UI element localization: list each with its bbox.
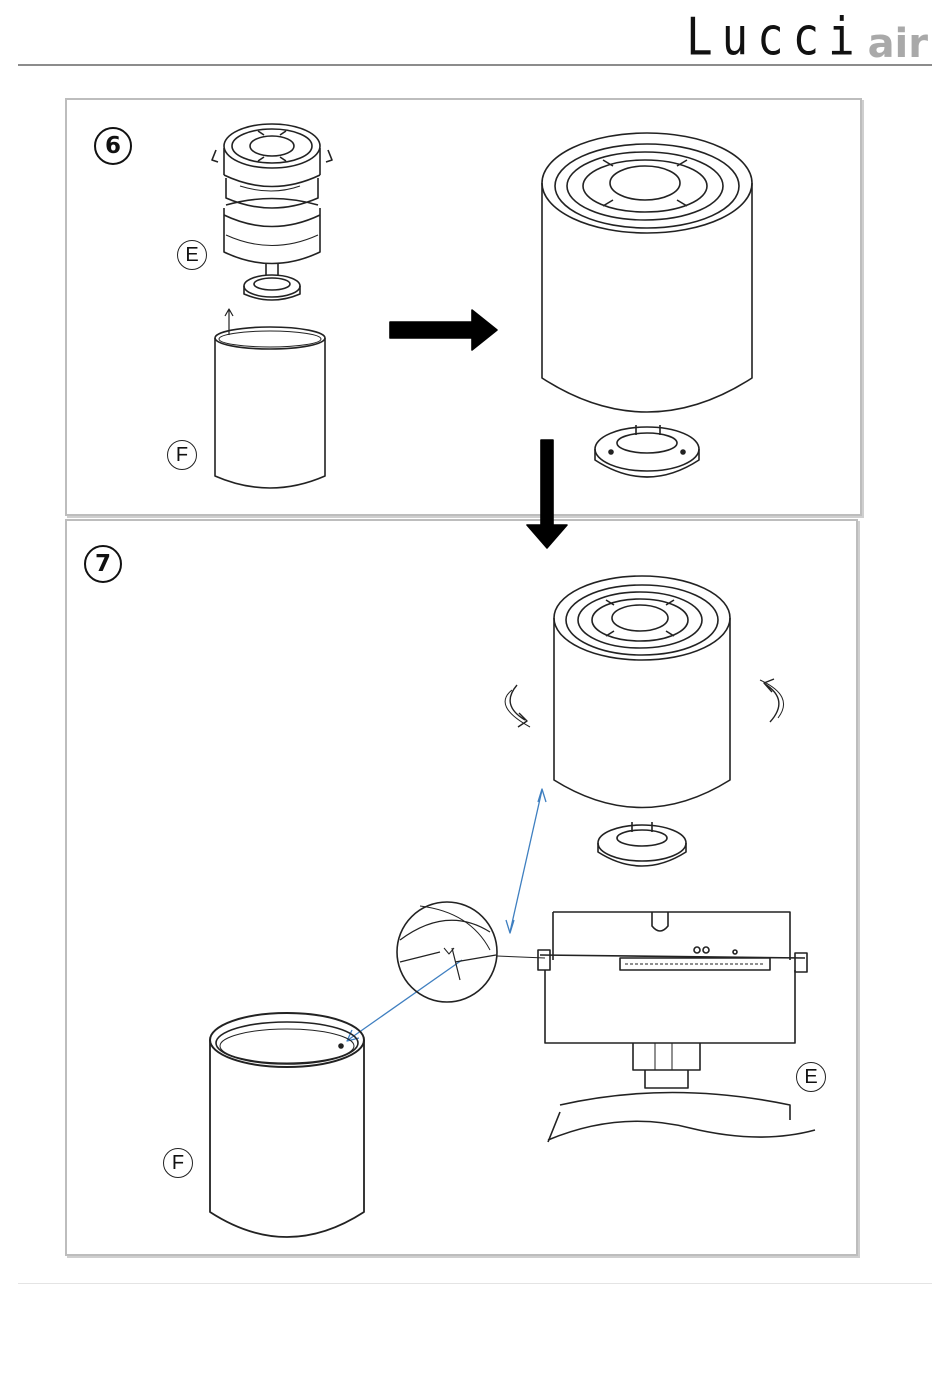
footer-divider — [18, 1283, 932, 1284]
step7-cover-f — [210, 1013, 364, 1237]
step6-cover-f — [215, 327, 325, 488]
step7-motor-unit-e — [538, 912, 815, 1142]
step6-motor-unit-e — [212, 124, 332, 300]
step-7-label-e: E — [796, 1062, 826, 1092]
step-7-number: 7 — [84, 545, 122, 583]
rotate-right-arrow-icon — [764, 679, 779, 722]
step7-assembled-unit — [554, 576, 730, 866]
next-arrow-down — [527, 440, 567, 548]
alignment-guide-arrows — [347, 789, 546, 1041]
rotate-left-arrow-icon — [510, 685, 527, 727]
step-7-label-f: F — [163, 1148, 193, 1178]
step6-assembled-unit — [542, 133, 752, 477]
step-6-label-f: F — [167, 440, 197, 470]
step-6-number: 6 — [94, 127, 132, 165]
step-6-label-e: E — [177, 240, 207, 270]
next-arrow-right — [390, 310, 497, 350]
detail-magnifier — [397, 902, 497, 1002]
